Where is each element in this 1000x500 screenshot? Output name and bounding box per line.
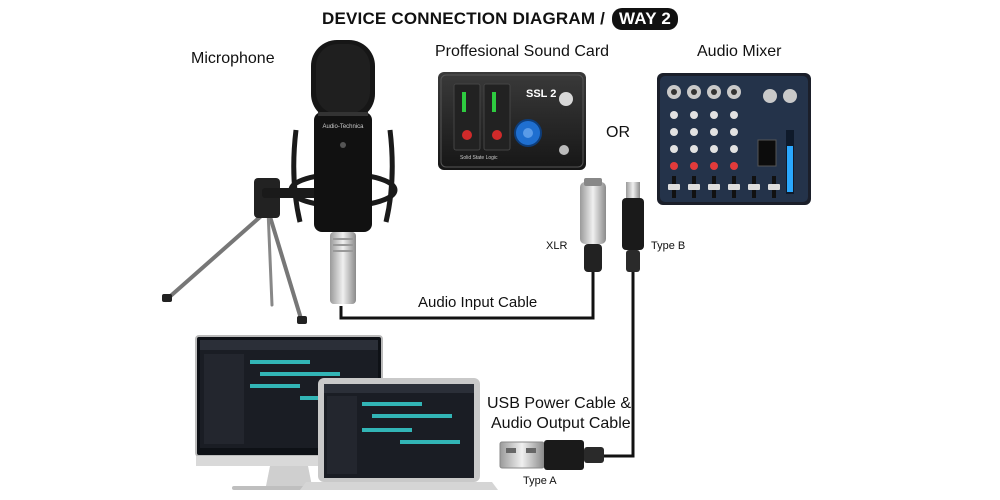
microphone-label: Microphone: [191, 50, 275, 67]
diagram-title-badge: WAY 2: [611, 8, 679, 30]
usb-cable-label-line2: Audio Output Cable: [491, 415, 631, 432]
mixer-label: Audio Mixer: [697, 43, 782, 60]
mixer-illustration: [657, 73, 811, 205]
sound-card-brand-text: SSL 2: [526, 88, 556, 100]
type-a-label: Type A: [523, 475, 557, 487]
type-b-label: Type B: [651, 240, 686, 252]
xlr-connector-illustration: [580, 178, 606, 272]
type-a-connector-illustration: [499, 440, 604, 470]
xlr-label: XLR: [546, 240, 568, 252]
or-label: OR: [606, 124, 630, 141]
sound-card-maker-text: Solid State Logic: [460, 155, 498, 161]
mic-brand-text: Audio-Technica: [322, 124, 364, 130]
usb-cable-label-line1: USB Power Cable &: [487, 395, 632, 412]
sound-card-label: Proffesional Sound Card: [435, 43, 610, 60]
microphone-illustration: Audio-Technica: [162, 40, 398, 324]
diagram-title-text: DEVICE CONNECTION DIAGRAM /: [321, 9, 606, 28]
sound-card-illustration: SSL 2 Solid State Logic: [438, 72, 586, 170]
audio-input-cable: [339, 272, 595, 320]
laptop-illustration: [300, 378, 498, 490]
usb-cable: [604, 272, 635, 458]
audio-input-cable-label: Audio Input Cable: [418, 294, 538, 311]
type-b-connector-illustration: [622, 182, 644, 272]
cables: [339, 272, 635, 458]
diagram-title: DEVICE CONNECTION DIAGRAM / WAY 2: [0, 8, 1000, 30]
